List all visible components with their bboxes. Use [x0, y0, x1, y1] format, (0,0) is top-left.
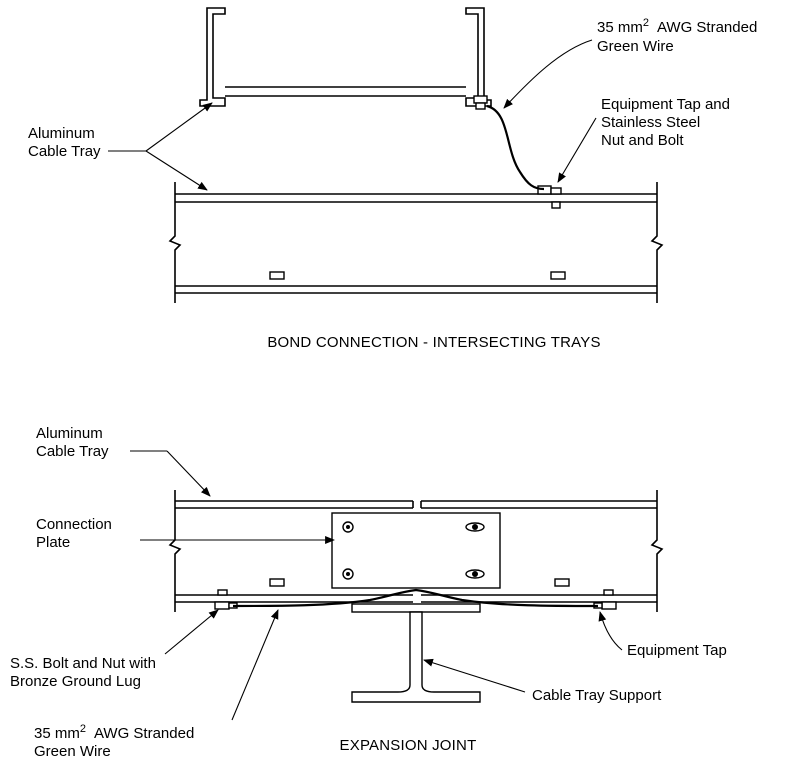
plate-label: Connection Plate [36, 516, 335, 551]
bolt-label: S.S. Bolt and Nut with Bronze Ground Lug [10, 609, 219, 690]
svg-text:Green Wire: Green Wire [597, 38, 674, 55]
svg-text:Stainless Steel: Stainless Steel [601, 114, 700, 131]
bottom-caption: EXPANSION JOINT [340, 737, 477, 754]
upper-tray-section [199, 7, 492, 110]
svg-text:Cable Tray Support: Cable Tray Support [532, 687, 662, 704]
top-bond-wire [486, 104, 545, 191]
top-tray-label: Aluminum Cable Tray [28, 102, 213, 191]
svg-text:Equipment Tap and: Equipment Tap and [601, 96, 730, 113]
support-label: Cable Tray Support [423, 658, 662, 704]
svg-text:Equipment Tap: Equipment Tap [627, 642, 727, 659]
bottom-bond-wire [232, 588, 599, 608]
svg-text:Cable Tray: Cable Tray [28, 143, 101, 160]
svg-text:Aluminum: Aluminum [28, 125, 95, 142]
svg-text:Green Wire: Green Wire [34, 743, 111, 760]
bottom-tray-label: Aluminum Cable Tray [36, 425, 211, 497]
cable-tray-support [351, 603, 481, 703]
svg-text:Plate: Plate [36, 534, 70, 551]
connection-plate [331, 512, 501, 589]
svg-text:Bronze Ground Lug: Bronze Ground Lug [10, 673, 141, 690]
top-tap-label: Equipment Tap and Stainless Steel Nut an… [557, 96, 730, 183]
svg-text:Aluminum: Aluminum [36, 425, 103, 442]
lower-tray-plan [168, 182, 664, 303]
equip-tap-label: Equipment Tap [598, 611, 727, 659]
top-caption: BOND CONNECTION - INTERSECTING TRAYS [267, 334, 600, 351]
bottom-figure: Aluminum Cable Tray Connection Plate S.S… [10, 425, 727, 760]
expansion-tray [168, 490, 664, 612]
svg-text:Nut and Bolt: Nut and Bolt [601, 132, 684, 149]
svg-text:Cable Tray: Cable Tray [36, 443, 109, 460]
svg-text:S.S. Bolt and Nut with: S.S. Bolt and Nut with [10, 655, 156, 672]
svg-text:Connection: Connection [36, 516, 112, 533]
